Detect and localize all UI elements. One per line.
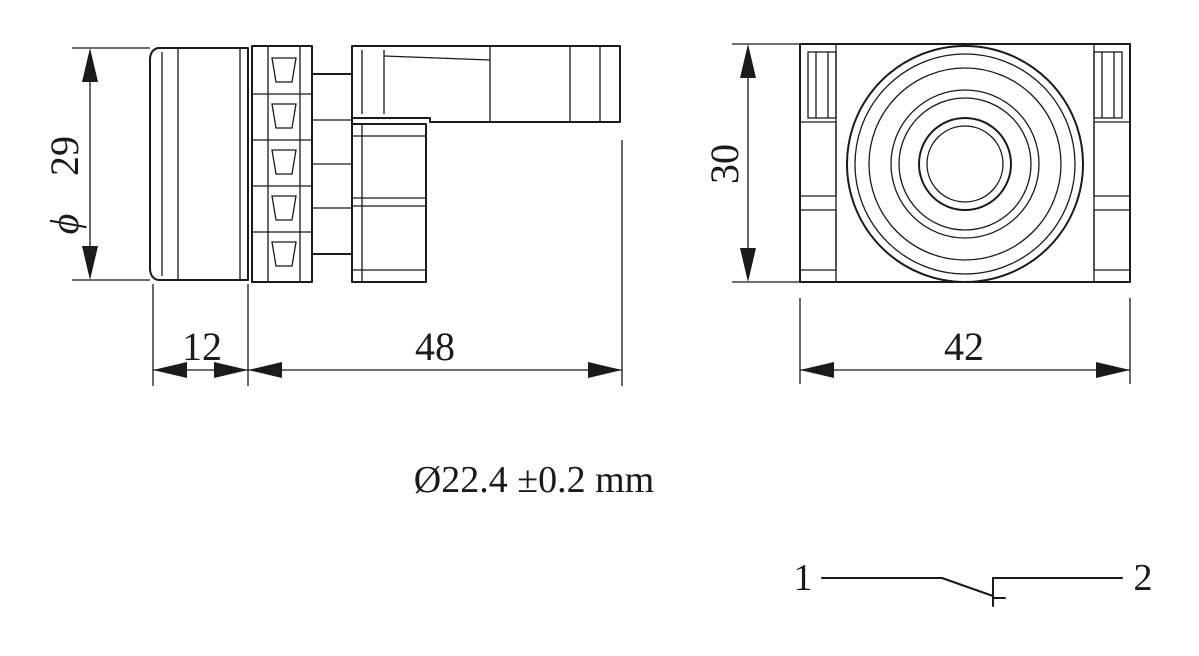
body-length-label: 48 [415, 324, 455, 369]
arrowhead [1096, 362, 1130, 378]
button-face [846, 45, 1084, 283]
terminal-1-label: 1 [794, 557, 813, 599]
front-width-label: 12 [182, 324, 222, 369]
mounting-hole-spec: Ø22.4 ±0.2 mm [414, 459, 654, 501]
diameter-dimension: ϕ 29 [42, 47, 150, 281]
arrowhead [153, 362, 187, 378]
arrowhead [248, 362, 282, 378]
diameter-symbol: ϕ [42, 214, 87, 235]
terminal-body [351, 123, 427, 283]
arrowhead [740, 44, 756, 78]
upper-contact-block [351, 45, 621, 123]
front-view: 30 42 [702, 43, 1131, 384]
width-dimension: 42 [799, 298, 1131, 384]
arrowhead [740, 248, 756, 282]
height-label: 30 [702, 144, 747, 184]
arrowhead [588, 362, 622, 378]
neck [311, 73, 353, 255]
terminal-2-label: 2 [1134, 557, 1153, 599]
length-dimensions: 12 48 [152, 140, 623, 386]
width-label: 42 [944, 324, 984, 369]
side-view: ϕ 29 12 48 [42, 45, 623, 386]
mounting-ring [251, 45, 313, 283]
arrowhead [800, 362, 834, 378]
switch-symbol: 1 2 [794, 557, 1153, 607]
arrowhead [214, 362, 248, 378]
front-cap [149, 47, 249, 281]
height-dimension: 30 [702, 43, 800, 283]
arrowhead [82, 246, 98, 280]
arrowhead [82, 48, 98, 82]
diameter-label: 29 [42, 136, 87, 176]
